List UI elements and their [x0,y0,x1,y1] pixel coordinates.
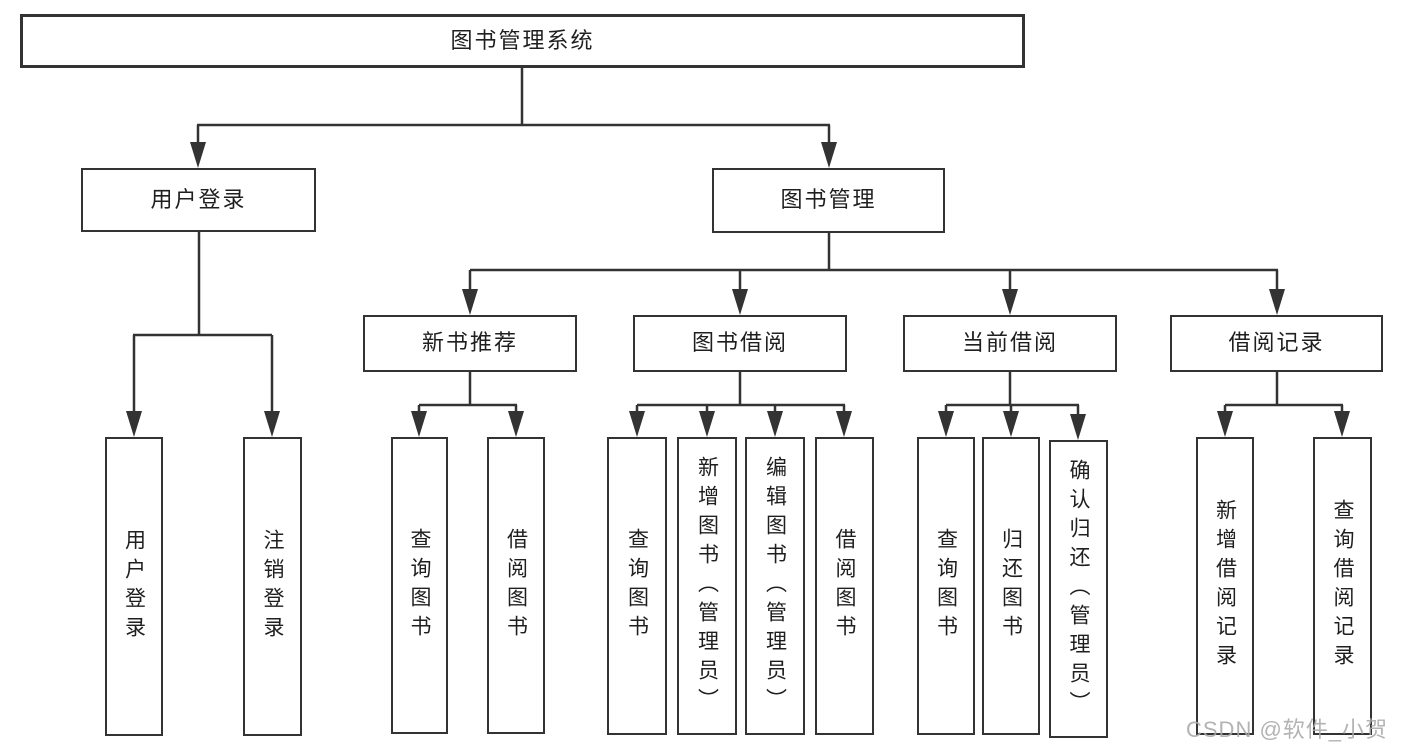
connector-group-book-borrow [629,372,852,437]
arrow-down-icon [462,289,478,315]
arrow-down-icon [699,411,715,437]
arrow-down-icon [1269,289,1285,315]
leaf-user-login: 用户登录 [105,437,163,736]
connector-group-book-management [462,232,1285,315]
node-library-system-root: 图书管理系统 [20,14,1025,68]
leaf-edit-book-admin: 编辑图书（管理员） [745,437,805,735]
arrow-down-icon [767,411,783,437]
arrow-down-icon [629,411,645,437]
node-user-login-group: 用户登录 [81,168,316,232]
csdn-watermark: CSDN @软件_小贺同学 [1186,717,1389,742]
leaf-return-book: 归还图书 [982,437,1040,735]
arrow-down-icon [190,142,206,168]
leaf-search-book: 查询图书 [917,437,975,735]
leaf-add-book-admin: 新增图书（管理员） [677,437,737,735]
node-new-book-recommend: 新书推荐 [363,315,577,372]
arrow-down-icon [732,289,748,315]
leaf-borrow-book: 借阅图书 [815,437,874,735]
leaf-search-book: 查询图书 [391,437,448,734]
connector-group-user-login [126,232,280,437]
leaf-confirm-return-admin: 确认归还（管理员） [1049,440,1108,738]
arrow-down-icon [1003,411,1019,437]
arrow-down-icon [1002,289,1018,315]
node-borrow-records: 借阅记录 [1170,315,1383,372]
arrow-down-icon [938,411,954,437]
node-book-management-group: 图书管理 [712,168,945,233]
arrow-down-icon [411,411,427,437]
connector-group-borrow-records [1217,372,1350,437]
node-current-borrow: 当前借阅 [903,315,1117,372]
leaf-add-borrow-record: 新增借阅记录 [1196,437,1254,735]
arrow-down-icon [836,411,852,437]
node-book-borrow: 图书借阅 [633,315,847,372]
arrow-down-icon [126,411,142,437]
arrow-down-icon [1217,411,1233,437]
leaf-logout: 注销登录 [243,437,302,736]
arrow-down-icon [508,411,524,437]
arrow-down-icon [1070,414,1086,440]
leaf-search-book: 查询图书 [607,437,667,735]
arrow-down-icon [821,142,837,168]
connector-group-root [190,68,837,168]
arrow-down-icon [1334,411,1350,437]
connector-group-current-borrow [938,372,1086,440]
leaf-search-borrow-record: 查询借阅记录 [1313,437,1372,735]
arrow-down-icon [264,411,280,437]
leaf-borrow-book: 借阅图书 [487,437,545,734]
connector-group-new-book [411,372,524,437]
